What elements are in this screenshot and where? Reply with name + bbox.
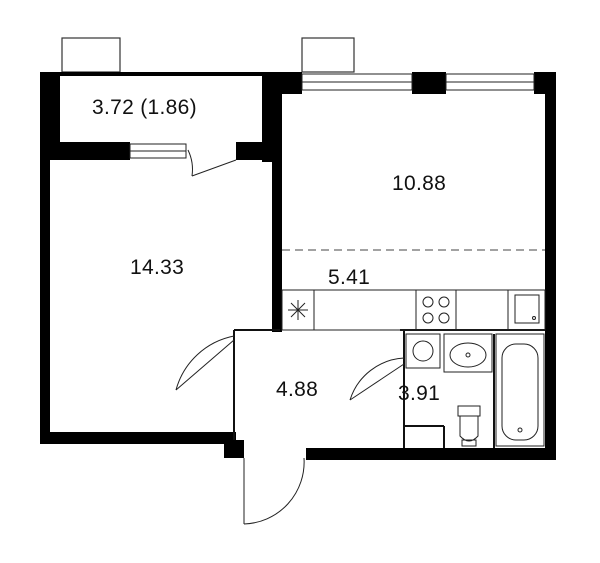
kitchen-area-label: 5.41 (328, 266, 371, 289)
kitchen-counter (281, 289, 546, 331)
living-room-windows (301, 73, 535, 91)
stove-icon (415, 289, 457, 331)
hall-area-label: 4.88 (276, 378, 319, 401)
washbasin-icon (443, 333, 493, 373)
balcony-area-label: 3.72 (1.86) (92, 96, 197, 119)
toilet-icon (457, 405, 481, 447)
bedroom-area-label: 14.33 (130, 256, 185, 279)
exterior-walls (40, 72, 556, 460)
living-room-area-label: 10.88 (392, 172, 447, 195)
asterisk-vent-icon (281, 289, 315, 331)
balcony-rail (60, 72, 262, 76)
entrance-door-swing (243, 457, 305, 525)
hall-door-swing (175, 335, 235, 391)
balcony-window-frames (61, 37, 355, 73)
bathroom-area-label: 3.91 (398, 382, 441, 405)
balcony-door-window (129, 143, 187, 159)
kitchen-sink-icon (507, 289, 546, 331)
bathtub-icon (495, 333, 545, 447)
balcony-door-swing (187, 149, 237, 177)
washing-machine-icon (405, 333, 441, 369)
bathroom-door-swing (349, 357, 405, 401)
